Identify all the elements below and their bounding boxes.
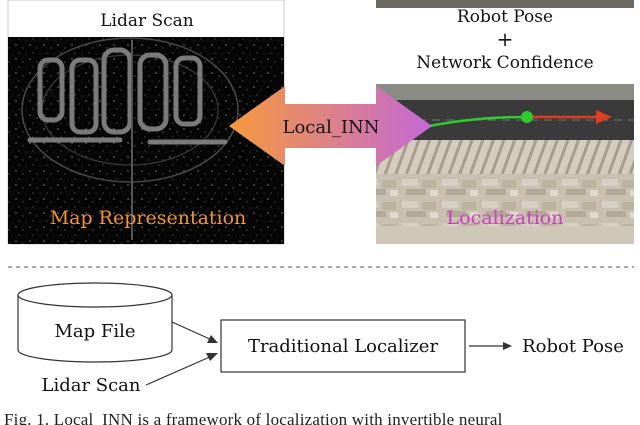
camera-panel-title-plus: + — [497, 27, 514, 51]
map-representation-label: Map Representation — [50, 207, 247, 229]
trajectory-path — [423, 115, 528, 129]
local-inn-arrow: Local_INN — [229, 86, 432, 166]
robot-position-marker — [521, 111, 533, 123]
map-file-cylinder: Map File — [17, 282, 173, 363]
traditional-pipeline: Map File Lidar Scan Traditional Localize… — [17, 282, 624, 396]
traditional-localizer-box — [220, 319, 466, 373]
camera-panel-title-line2: Network Confidence — [416, 53, 593, 73]
robot-heading-arrowhead — [596, 110, 612, 124]
lidar-panel-title: Lidar Scan — [100, 11, 194, 31]
lidar-scan-input-label: Lidar Scan — [41, 375, 140, 396]
robot-pose-output-label: Robot Pose — [522, 336, 624, 357]
figure-caption: Fig. 1. Local_INN is a framework of loca… — [4, 411, 503, 425]
localization-label: Localization — [447, 207, 564, 229]
map-file-arrow — [171, 321, 213, 341]
lidar-scan-points — [21, 37, 239, 183]
local-inn-label: Local_INN — [283, 117, 380, 138]
traditional-localizer-label: Traditional Localizer — [248, 336, 439, 357]
camera-panel: Robot Pose + Network Confidence Localiza… — [376, 0, 634, 244]
figure-diagram: Lidar Scan Map Representation Robot Pose… — [7, 0, 634, 396]
camera-panel-title-line1: Robot Pose — [457, 7, 553, 27]
map-file-label: Map File — [54, 321, 135, 342]
lidar-scan-arrow — [145, 355, 213, 386]
